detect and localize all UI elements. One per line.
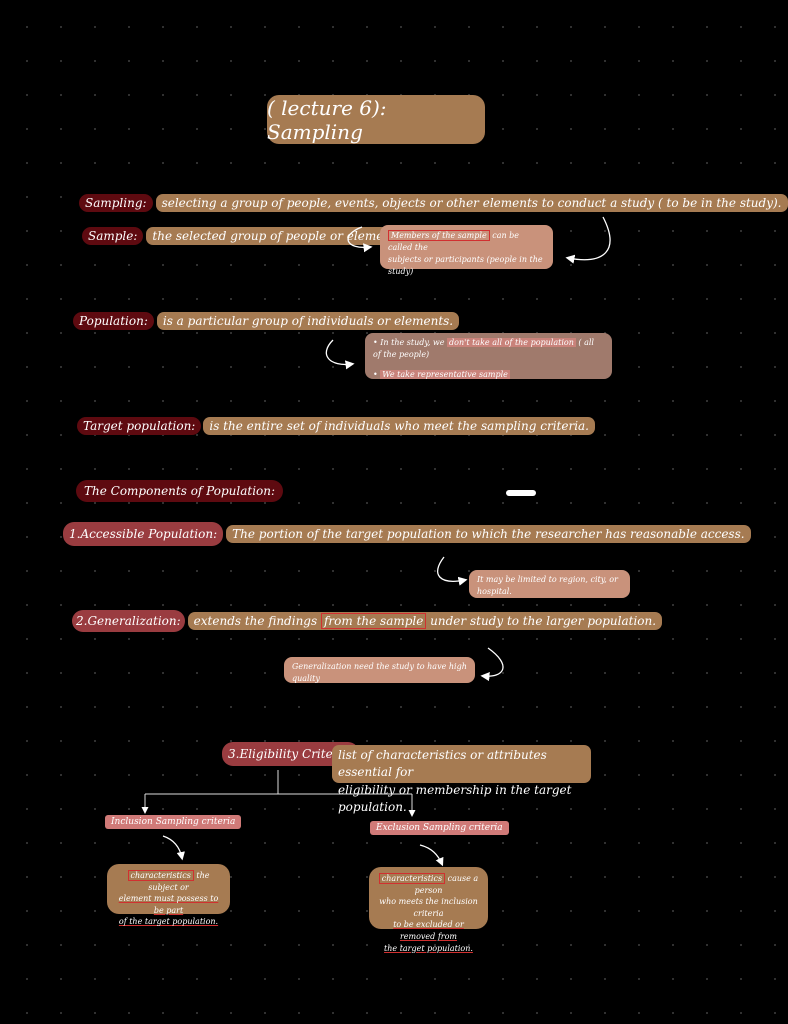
accessible-definition: The portion of the target population to … bbox=[226, 525, 751, 543]
generalization-note: Generalization need the study to have hi… bbox=[284, 657, 475, 683]
exclusion-highlight: characteristics bbox=[378, 873, 446, 884]
population-note: • In the study, we don't take all of the… bbox=[365, 333, 612, 379]
sample-note: Members of the sample can be called the … bbox=[380, 225, 553, 276]
components-heading: The Components of Population: bbox=[76, 480, 284, 502]
accessible-note: It may be limited to region, city, or ho… bbox=[469, 570, 630, 598]
arrow-generalization-note bbox=[480, 647, 504, 682]
arrow-sampling-note bbox=[565, 216, 611, 264]
population-row: Population: is a particular group of ind… bbox=[73, 312, 460, 330]
population-definition: is a particular group of individuals or … bbox=[156, 312, 460, 330]
sampling-definition: selecting a group of people, events, obj… bbox=[155, 194, 788, 212]
exclusion-label: Exclusion Sampling criteria bbox=[370, 821, 509, 835]
sample-note-rest1: can be called the bbox=[388, 231, 520, 252]
sample-label: Sample: bbox=[82, 227, 144, 245]
eligibility-definition: list of characteristics or attributes es… bbox=[332, 745, 591, 814]
target-row: Target population: is the entire set of … bbox=[77, 417, 595, 435]
target-label: Target population: bbox=[77, 417, 202, 435]
generalization-definition: extends the findings from the sample und… bbox=[187, 612, 663, 630]
white-mark bbox=[506, 490, 536, 496]
arrow-population-note bbox=[325, 339, 355, 370]
sampling-row: Sampling: selecting a group of people, e… bbox=[79, 194, 788, 212]
generalization-label: 2.Generalization: bbox=[72, 610, 185, 632]
population-label: Population: bbox=[73, 312, 154, 330]
population-bullet-1: • In the study, we don't take all of the… bbox=[373, 338, 594, 359]
sample-note-rest2: subjects or participants (people in the … bbox=[388, 255, 543, 276]
sample-definition: the selected group of people or element bbox=[146, 227, 402, 245]
inclusion-label: Inclusion Sampling criteria bbox=[105, 815, 242, 829]
sample-row: Sample: the selected group of people or … bbox=[82, 227, 402, 245]
inclusion-card: characteristics the subject or element m… bbox=[107, 864, 230, 926]
generalization-boxed: from the sample bbox=[320, 613, 427, 629]
population-bullet-2: • We take representative sample bbox=[373, 370, 510, 379]
inclusion-highlight: characteristics bbox=[127, 870, 194, 881]
accessible-label: 1.Accessible Population: bbox=[63, 522, 224, 546]
sampling-label: Sampling: bbox=[79, 194, 153, 212]
generalization-row: 2.Generalization: extends the findings f… bbox=[72, 610, 663, 632]
population-bullet-highlight: don't take all of the population bbox=[447, 338, 576, 347]
arrow-inclusion-card bbox=[162, 835, 185, 861]
target-definition: is the entire set of individuals who mee… bbox=[203, 417, 595, 435]
arrow-accessible-note bbox=[437, 556, 468, 586]
exclusion-card: characteristics cause a person who meets… bbox=[369, 867, 488, 953]
sample-note-highlight: Members of the sample bbox=[388, 230, 490, 241]
page-title-text: ( lecture 6): Sampling bbox=[267, 95, 387, 144]
arrow-exclusion-card bbox=[419, 844, 444, 867]
page-title: ( lecture 6): Sampling bbox=[267, 95, 485, 144]
accessible-row: 1.Accessible Population: The portion of … bbox=[63, 522, 751, 546]
